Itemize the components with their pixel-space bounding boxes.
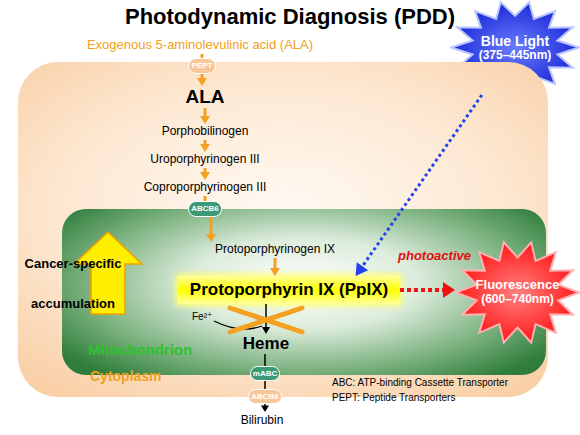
metabolite-label: Protoporphyrinogen IX — [200, 242, 350, 258]
metabolite-label: Porphobilinogen — [140, 124, 270, 140]
annotation-label: Cancer-specific accumulation — [16, 244, 130, 324]
transporter-pill: ABCB6 — [248, 389, 282, 404]
arrow-head — [261, 406, 269, 412]
node-text: Blue Light — [481, 33, 549, 49]
node-text: Exogenous 5-aminolevulinic acid (ALA) — [87, 38, 313, 53]
connector-line — [204, 108, 207, 118]
node-text: Protoporphyrin IX (PpIX) — [190, 280, 388, 300]
connector — [261, 404, 269, 412]
metabolite-label: Coproporphyrinogen III — [125, 180, 285, 196]
connector-line — [400, 288, 445, 292]
connector — [197, 74, 207, 86]
node-text: Porphobilinogen — [162, 125, 249, 139]
annotation-label: PEPT: Peptide Transporters — [332, 392, 562, 403]
annotation-label: Fe²⁺ — [192, 311, 222, 322]
annotation-label: ABC: ATP-binding Cassette Transporter — [332, 377, 562, 388]
arrow-head — [270, 268, 280, 276]
arrow-head — [200, 172, 210, 180]
arrow-head — [200, 144, 210, 152]
node-text: ABCB6 — [191, 204, 219, 213]
connector-line — [204, 168, 207, 174]
connector — [400, 282, 455, 298]
node-text: PEPT — [192, 61, 213, 70]
connector-line — [264, 404, 266, 407]
node-text: Heme — [243, 334, 289, 354]
connector — [356, 95, 482, 276]
node-text: Protoporphyrinogen IX — [215, 243, 335, 257]
connector-line — [274, 258, 277, 270]
source-label: Exogenous 5-aminolevulinic acid (ALA) — [70, 36, 330, 54]
connector — [200, 168, 210, 180]
node-text: Mitochondrion — [88, 341, 192, 358]
connector-line — [264, 354, 266, 366]
connector-line — [361, 95, 482, 268]
node-text: Uroporphyrinogen III — [150, 153, 259, 167]
fluorescence-burst: Fluorescence(600–740nm) — [455, 240, 580, 345]
connector — [262, 304, 270, 334]
connector-line — [204, 140, 207, 146]
diagram-title: Photodynamic Diagnosis (PDD) — [0, 4, 580, 30]
connector — [202, 54, 203, 58]
connector — [206, 217, 216, 242]
node-text: (375–445nm) — [479, 49, 552, 63]
connector-line — [204, 196, 207, 201]
node-text: ALA — [185, 86, 224, 108]
transporter-pill: PEPT — [188, 58, 216, 74]
burst-shape — [456, 242, 579, 342]
metabolite-label: Uroporphyrinogen III — [130, 152, 280, 168]
connector — [205, 196, 206, 201]
connector-line — [210, 217, 213, 236]
connector-line — [201, 54, 204, 58]
ppix-box: Protoporphyrin IX (PpIX) — [178, 276, 400, 304]
connector-line — [265, 304, 267, 328]
arrow-head — [262, 327, 270, 334]
connector — [200, 108, 210, 124]
node-text: ABCB6 — [251, 392, 279, 401]
connector — [200, 140, 210, 152]
arrow-head — [200, 116, 210, 124]
arrow-head — [197, 78, 207, 86]
heme-label: Heme — [238, 334, 294, 354]
node-text: Bilirubin — [241, 414, 284, 428]
cytoplasm-region: Cytoplasm PEPT ALA PorphobilinogenUroporphy… — [18, 62, 548, 397]
node-text: Fluorescence — [476, 278, 560, 293]
transporter-pill: ABCB6 — [188, 201, 222, 217]
connector-line — [264, 381, 266, 389]
arrow-head — [443, 282, 455, 298]
connector — [265, 354, 266, 366]
node-text: (600–740nm) — [481, 293, 554, 307]
connector-line — [201, 74, 204, 80]
connector — [265, 381, 266, 389]
connector — [270, 258, 280, 276]
arrow-head — [356, 262, 369, 276]
node-text: mABC — [253, 369, 277, 378]
node-text: Coproporphyrinogen III — [144, 181, 267, 195]
node-text: Cytoplasm — [90, 368, 162, 384]
annotation-label: photoactive — [398, 248, 498, 263]
transporter-pill: mABC — [250, 366, 280, 381]
arrow-head — [206, 234, 216, 242]
metabolite-label: ALA — [175, 86, 235, 108]
metabolite-label: Bilirubin — [222, 412, 302, 430]
